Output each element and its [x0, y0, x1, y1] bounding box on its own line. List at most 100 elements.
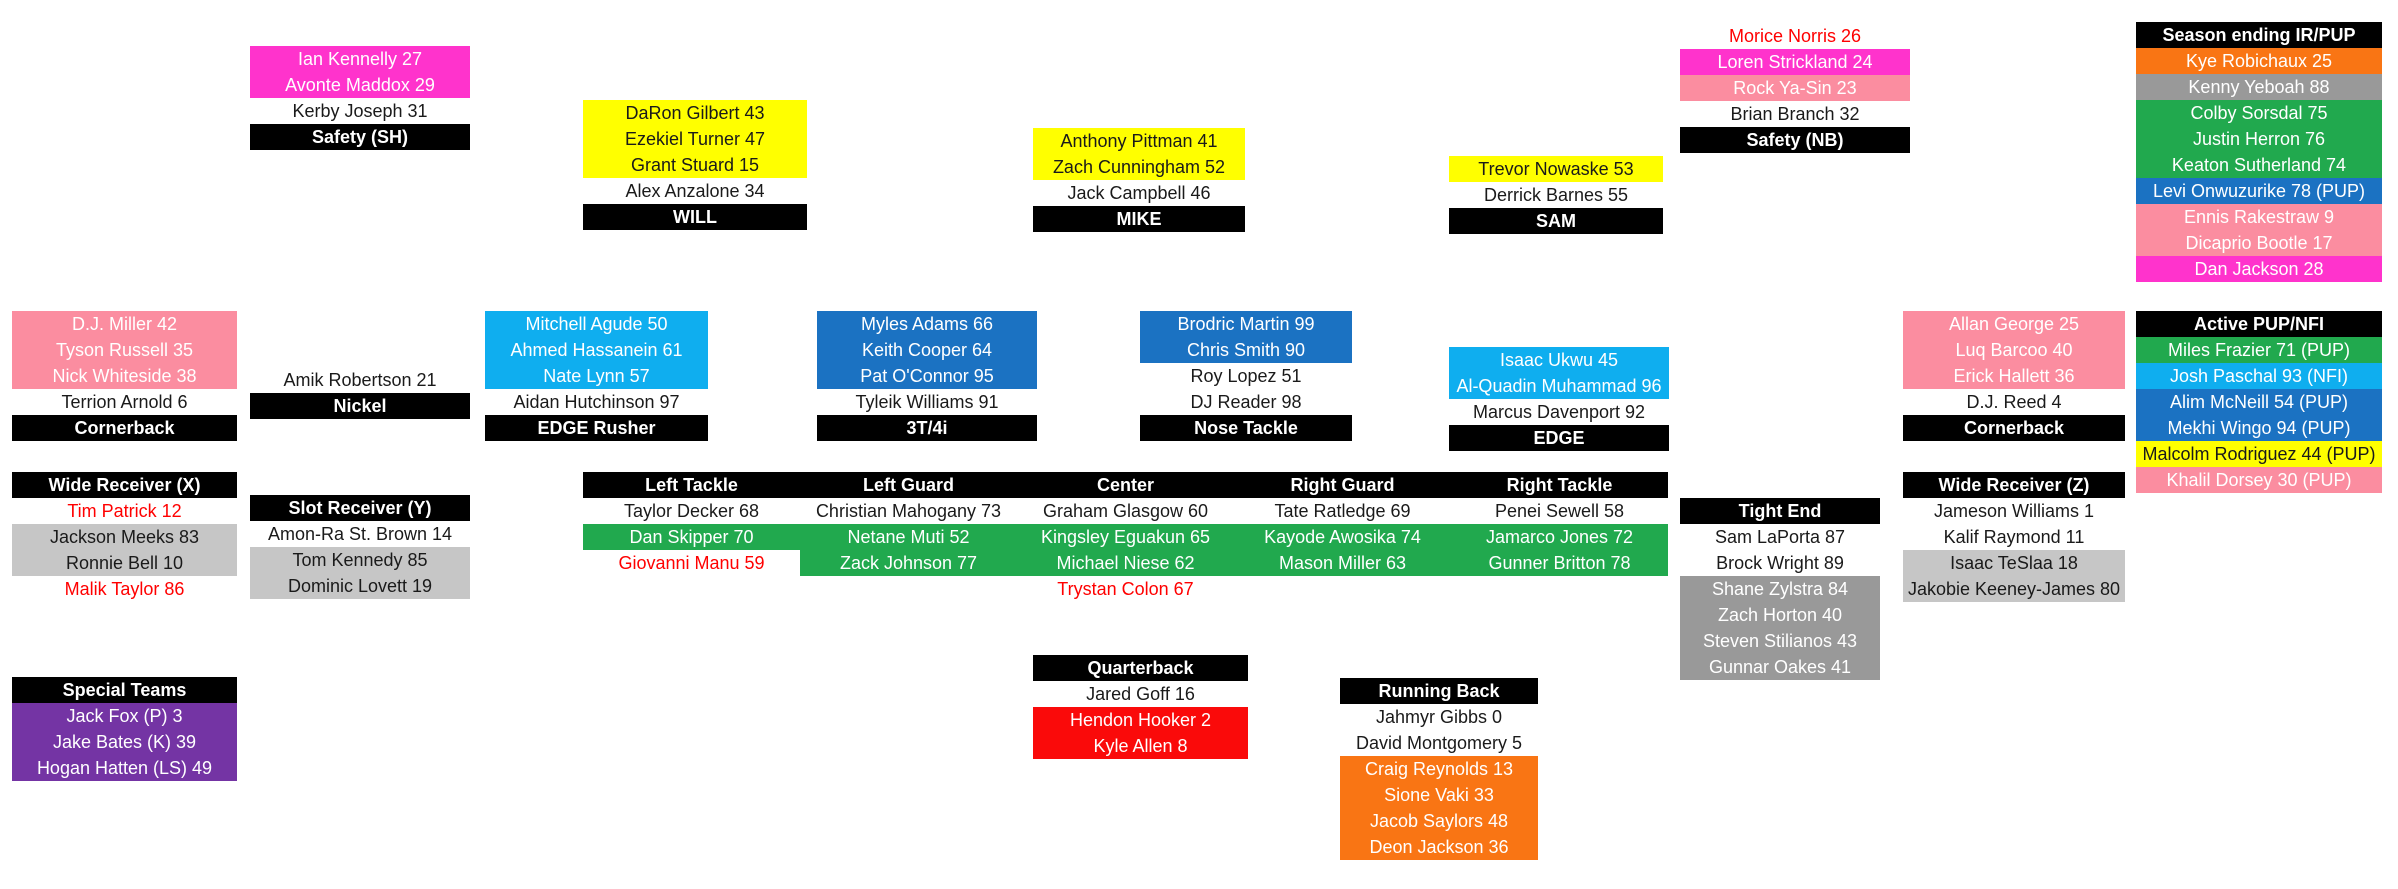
- player-row: D.J. Miller 42: [12, 311, 237, 337]
- player-row: Alex Anzalone 34: [625, 181, 765, 201]
- player-row: Mekhi Wingo 94 (PUP): [2136, 415, 2382, 441]
- player-row: Kerby Joseph 31: [292, 101, 428, 121]
- player-row: Dan Jackson 28: [2136, 256, 2382, 282]
- player-row: Trystan Colon 67: [1057, 579, 1194, 599]
- player-row: Amik Robertson 21: [283, 370, 437, 390]
- player-row: Grant Stuard 15: [583, 152, 807, 178]
- player-row: D.J. Reed 4: [1966, 392, 2062, 412]
- player-row: Penei Sewell 58: [1494, 501, 1625, 521]
- player-row: Steven Stilianos 43: [1680, 628, 1880, 654]
- player-row: Jakobie Keeney-James 80: [1903, 576, 2125, 602]
- player-row: Nate Lynn 57: [485, 363, 708, 389]
- player-row: Erick Hallett 36: [1903, 363, 2125, 389]
- player-row: Loren Strickland 24: [1680, 49, 1910, 75]
- player-row: Michael Niese 62: [1017, 550, 1234, 576]
- player-row: Trevor Nowaske 53: [1449, 156, 1663, 182]
- position-header: 3T/4i: [817, 415, 1037, 441]
- player-row: Ian Kennelly 27: [250, 46, 470, 72]
- player-row: Mason Miller 63: [1234, 550, 1451, 576]
- position-header: Slot Receiver (Y): [250, 495, 470, 521]
- position-header: Safety (SH): [250, 124, 470, 150]
- player-row: Giovanni Manu 59: [618, 553, 765, 573]
- player-row: Aidan Hutchinson 97: [513, 392, 680, 412]
- player-row: Dicaprio Bootle 17: [2136, 230, 2382, 256]
- player-row: Jack Fox (P) 3: [12, 703, 237, 729]
- player-row: Netane Muti 52: [800, 524, 1017, 550]
- player-row: Roy Lopez 51: [1190, 366, 1302, 386]
- player-row: Kalif Raymond 11: [1943, 527, 2085, 547]
- player-row: Morice Norris 26: [1728, 26, 1862, 46]
- player-row: Khalil Dorsey 30 (PUP): [2136, 467, 2382, 493]
- player-row: Ezekiel Turner 47: [583, 126, 807, 152]
- group-slot-receiver-y: Slot Receiver (Y) Amon-Ra St. Brown 14 Tom…: [250, 495, 470, 599]
- position-header: Left Tackle: [583, 472, 800, 498]
- player-row: Myles Adams 66: [817, 311, 1037, 337]
- player-row: Chris Smith 90: [1140, 337, 1352, 363]
- player-row: Mitchell Agude 50: [485, 311, 708, 337]
- player-row: Tom Kennedy 85: [250, 547, 470, 573]
- player-row: Craig Reynolds 13: [1340, 756, 1538, 782]
- player-row: Terrion Arnold 6: [61, 392, 188, 412]
- position-header: Cornerback: [12, 415, 237, 441]
- player-row: Alim McNeill 54 (PUP): [2136, 389, 2382, 415]
- player-row: Avonte Maddox 29: [250, 72, 470, 98]
- player-row: Sione Vaki 33: [1340, 782, 1538, 808]
- player-row: Sam LaPorta 87: [1714, 527, 1846, 547]
- position-header: Active PUP/NFI: [2136, 311, 2382, 337]
- player-row: Tate Ratledge 69: [1274, 501, 1411, 521]
- player-row: Tyson Russell 35: [12, 337, 237, 363]
- position-header: Season ending IR/PUP: [2136, 22, 2382, 48]
- position-header: WILL: [583, 204, 807, 230]
- position-header: Tight End: [1680, 498, 1880, 524]
- position-header: Special Teams: [12, 677, 237, 703]
- position-header: Right Tackle: [1451, 472, 1668, 498]
- player-row: Isaac Ukwu 45: [1449, 347, 1669, 373]
- player-row: Deon Jackson 36: [1340, 834, 1538, 860]
- player-row: Brock Wright 89: [1716, 553, 1844, 573]
- player-row: Jamarco Jones 72: [1451, 524, 1668, 550]
- player-row: Kye Robichaux 25: [2136, 48, 2382, 74]
- player-row: DJ Reader 98: [1190, 392, 1302, 412]
- player-row: Amon-Ra St. Brown 14: [267, 524, 453, 544]
- player-row: Ennis Rakestraw 9: [2136, 204, 2382, 230]
- position-header: Safety (NB): [1680, 127, 1910, 153]
- position-header: Running Back: [1340, 678, 1538, 704]
- player-row: Josh Paschal 93 (NFI): [2136, 363, 2382, 389]
- player-row: Tyleik Williams 91: [855, 392, 999, 412]
- player-row: Malcolm Rodriguez 44 (PUP): [2136, 441, 2382, 467]
- player-row: Jackson Meeks 83: [12, 524, 237, 550]
- player-row: Graham Glasgow 60: [1042, 501, 1209, 521]
- player-row: Taylor Decker 68: [623, 501, 760, 521]
- player-row: Ahmed Hassanein 61: [485, 337, 708, 363]
- player-row: Anthony Pittman 41: [1033, 128, 1245, 154]
- player-row: Derrick Barnes 55: [1483, 185, 1629, 205]
- player-row: Jameson Williams 1: [1933, 501, 2095, 521]
- player-row: Jahmyr Gibbs 0: [1375, 707, 1503, 727]
- player-row: Kingsley Eguakun 65: [1017, 524, 1234, 550]
- player-row: Jacob Saylors 48: [1340, 808, 1538, 834]
- position-header: Right Guard: [1234, 472, 1451, 498]
- player-row: Kyle Allen 8: [1033, 733, 1248, 759]
- player-row: Zach Cunningham 52: [1033, 154, 1245, 180]
- player-row: Justin Herron 76: [2136, 126, 2382, 152]
- player-row: Brodric Martin 99: [1140, 311, 1352, 337]
- player-row: Miles Frazier 71 (PUP): [2136, 337, 2382, 363]
- player-row: Tim Patrick 12: [67, 501, 182, 521]
- player-row: Jared Goff 16: [1086, 684, 1195, 704]
